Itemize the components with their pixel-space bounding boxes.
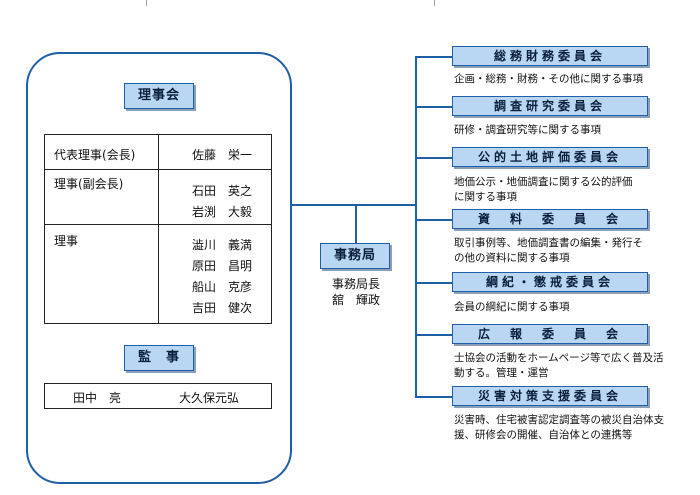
auditor-name: 田中 亮 <box>73 391 122 405</box>
member-name: 佐藤 栄一 <box>192 148 253 162</box>
scan-mark <box>146 0 147 6</box>
branch-line <box>415 282 452 284</box>
board-members-table: 代表理事(会長) 佐藤 栄一 理事(副会長) 石田 英之 岩渕 大毅 理事 澁川… <box>44 134 272 324</box>
connector-line <box>355 205 357 243</box>
secretariat-head-name: 舘 輝政 <box>331 293 380 307</box>
auditor-name: 大久保元弘 <box>179 391 240 405</box>
trunk-line <box>415 56 417 398</box>
branch-line <box>415 334 452 336</box>
branch-line <box>415 106 452 108</box>
branch-line <box>415 219 452 221</box>
board-title: 理事会 <box>124 83 194 109</box>
branch-line <box>415 56 452 58</box>
committee-title: 総務財務委員会 <box>452 46 648 66</box>
member-role: 理事 <box>54 234 79 248</box>
committee-title: 資 料 委 員 会 <box>452 209 648 229</box>
table-divider <box>45 169 271 170</box>
branch-line <box>415 157 452 159</box>
committee-description: 災害時、住宅被害認定調査等の被災自治体支援、研修会の開催、自治体との連携等 <box>454 414 664 441</box>
auditors-title: 監 事 <box>124 345 194 371</box>
committee-title: 調査研究委員会 <box>452 96 648 116</box>
member-name: 澁川 義満 <box>192 238 253 252</box>
table-divider <box>45 224 271 225</box>
committee-description: 企画・総務・財務・その他に関する事項 <box>454 73 643 85</box>
member-name: 原田 昌明 <box>192 259 253 273</box>
committee-title: 綱紀・懲戒委員会 <box>452 272 648 292</box>
secretariat-title: 事務局 <box>320 243 390 269</box>
member-name: 船山 克彦 <box>192 280 253 294</box>
committee-description: 研修・調査研究等に関する事項 <box>454 124 601 136</box>
table-divider <box>158 135 159 323</box>
branch-line <box>415 396 452 398</box>
committee-title: 公的土地評価委員会 <box>452 147 648 167</box>
committee-title: 広 報 委 員 会 <box>452 324 648 344</box>
committee-description: 取引事例等、地価調査書の編集・発行その他の資料に関する事項 <box>454 237 643 264</box>
member-name: 吉田 健次 <box>192 301 253 315</box>
scan-mark <box>434 0 435 6</box>
board-frame <box>26 52 292 484</box>
member-name: 岩渕 大毅 <box>192 205 253 219</box>
auditors-box: 田中 亮 大久保元弘 <box>44 383 272 409</box>
committee-description: 会員の綱紀に関する事項 <box>454 301 570 313</box>
committee-description: 地価公示・地価調査に関する公的評価に関する事項 <box>454 176 633 203</box>
committee-title: 災害対策支援委員会 <box>452 386 648 406</box>
connector-line <box>292 204 416 206</box>
member-role: 理事(副会長) <box>54 177 124 191</box>
committee-description: 士協会の活動をホームページ等で広く普及活動する。管理・運営 <box>454 352 664 379</box>
member-role: 代表理事(会長) <box>54 148 136 162</box>
secretariat-head-title: 事務局長 <box>331 277 380 291</box>
member-name: 石田 英之 <box>192 184 253 198</box>
